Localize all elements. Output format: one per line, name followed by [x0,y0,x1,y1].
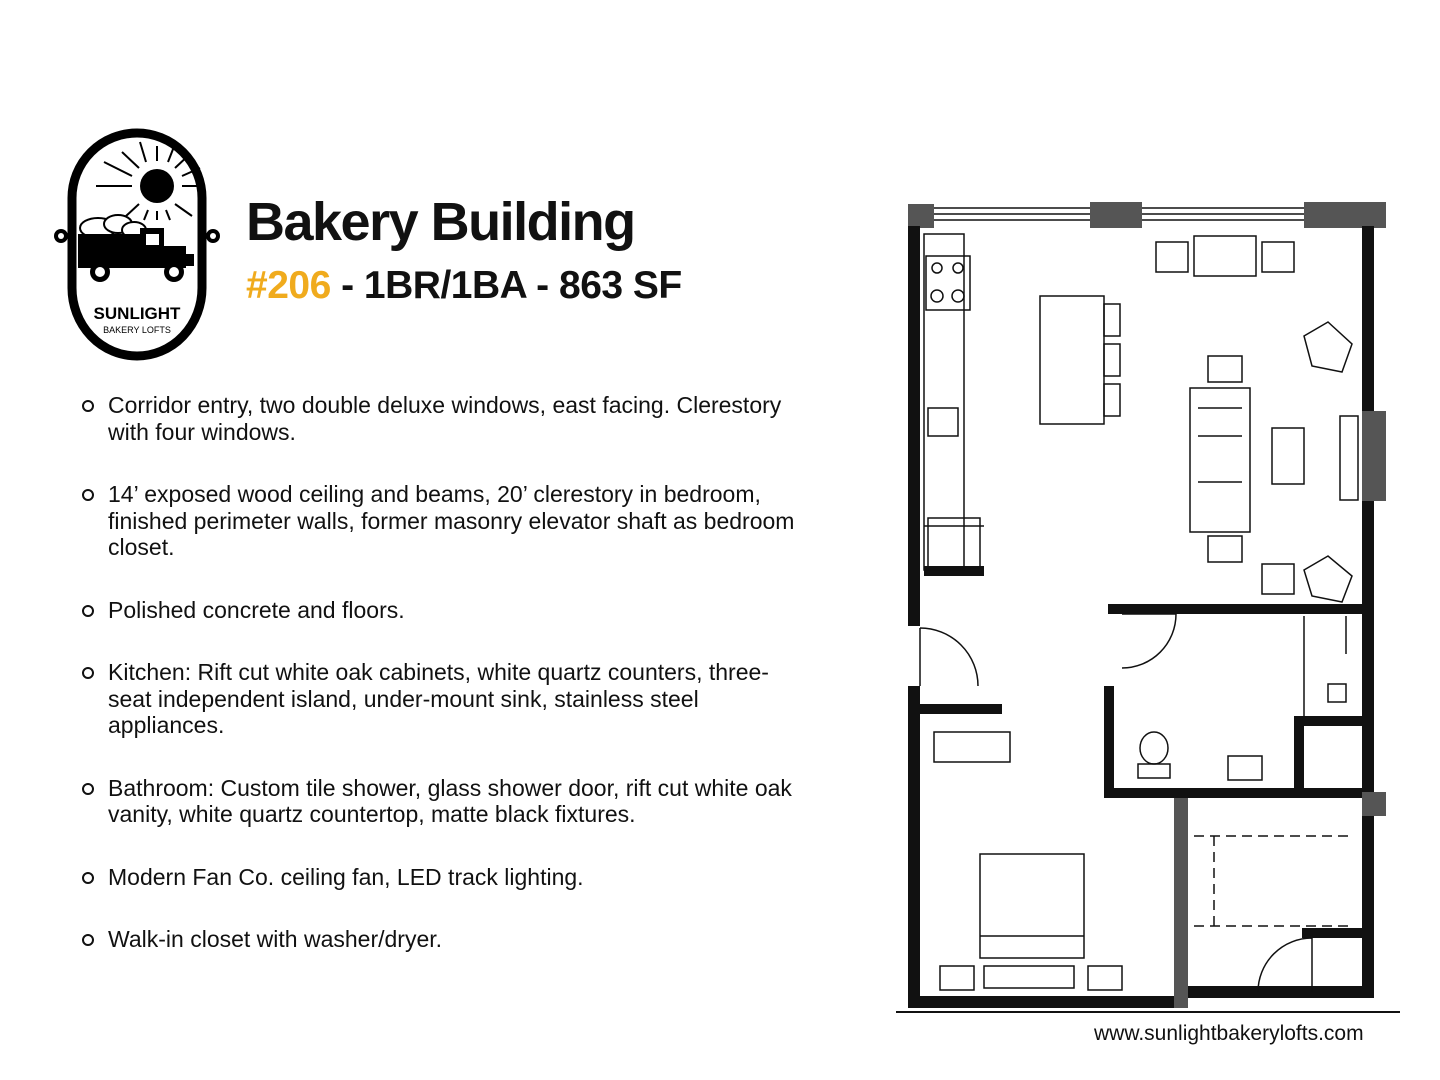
exterior-walls [908,202,1386,1008]
feature-text: Bathroom: Custom tile shower, glass show… [108,774,792,828]
feature-item: 14’ exposed wood ceiling and beams, 20’ … [80,481,800,561]
floor-plan [896,202,1400,1013]
sunlight-bakery-lofts-logo: SUNLIGHT BAKERY LOFTS [54,128,220,361]
unit-subtitle: #206 - 1BR/1BA - 863 SF [246,262,682,310]
sun-icon [96,141,202,221]
windows [934,207,1304,221]
bullet-icon [82,871,94,884]
kitchen-counter [923,233,984,571]
doors [919,613,1313,993]
bullet-icon [82,782,94,795]
feature-item: Walk-in closet with washer/dryer. [80,926,800,953]
interior-walls [908,566,1374,938]
unit-details: - 1BR/1BA - 863 SF [330,264,682,307]
feature-item: Modern Fan Co. ceiling fan, LED track li… [80,864,800,891]
feature-item: Bathroom: Custom tile shower, glass show… [80,775,800,828]
page-title: Bakery Building [246,192,636,252]
feature-text: Corridor entry, two double deluxe window… [108,392,782,445]
feature-item: Polished concrete and floors. [80,597,800,624]
feature-text: 14’ exposed wood ceiling and beams, 20’ … [108,481,795,560]
bedroom-furniture [933,731,1123,991]
feature-list: Corridor entry, two double deluxe window… [80,392,800,989]
closet-shelving [1194,835,1354,927]
bullet-icon [82,667,94,679]
feature-item: Kitchen: Rift cut white oak cabinets, wh… [80,659,800,739]
logo-sub-text: BAKERY LOFTS [103,325,171,335]
bread-truck-icon [78,214,194,282]
bullet-icon [82,400,94,412]
unit-number: #206 [246,264,331,307]
bathroom-fixtures [1137,616,1347,781]
dining-table [1155,235,1295,277]
feature-text: Modern Fan Co. ceiling fan, LED track li… [108,863,584,890]
bullet-icon [82,604,94,617]
feature-text: Walk-in closet with washer/dryer. [108,926,443,952]
feature-item: Corridor entry, two double deluxe window… [80,392,800,445]
website-url: www.sunlightbakerylofts.com [1094,1022,1364,1045]
bullet-icon [82,489,94,501]
feature-text: Polished concrete and floors. [108,596,405,623]
feature-text: Kitchen: Rift cut white oak cabinets, wh… [108,659,769,738]
bullet-icon [82,934,94,946]
kitchen-island [1039,295,1121,425]
living-area [1189,321,1359,603]
logo-brand-text: SUNLIGHT [94,304,182,323]
